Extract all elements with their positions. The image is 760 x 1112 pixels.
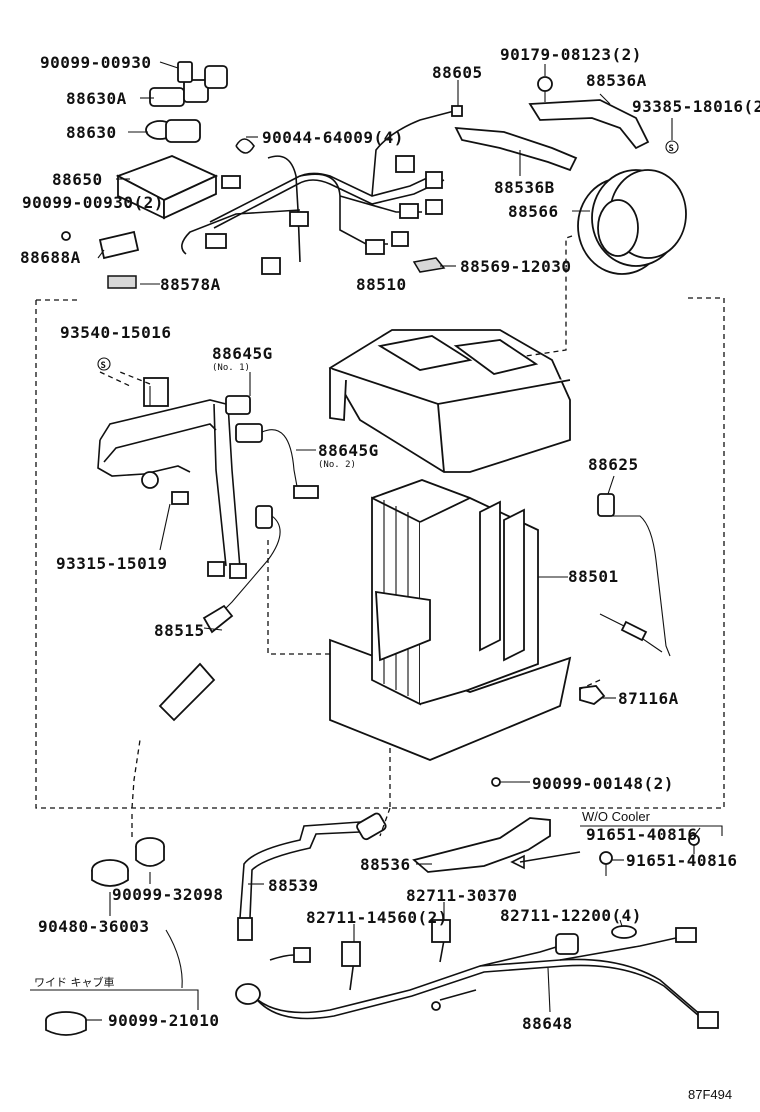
clip-87116a — [579, 685, 606, 705]
clip-93385: S — [665, 140, 679, 154]
label-88605: 88605 — [432, 63, 483, 82]
sensor-88645g-no1 — [225, 395, 251, 415]
label-88539: 88539 — [268, 876, 319, 895]
bracket-88536 — [412, 817, 551, 873]
wire-harness-88648 — [235, 919, 719, 1029]
duct-88566 — [577, 169, 687, 275]
sensor-88645g-no2 — [235, 423, 319, 499]
pad-88578a — [107, 275, 137, 289]
part-labels: 90099-00930 88630A 88630 90044-64009(4) … — [20, 45, 760, 1102]
label-88515: 88515 — [154, 621, 205, 640]
label-93540-15016: 93540-15016 — [60, 323, 171, 342]
label-91651-40816-b: 91651-40816 — [626, 851, 737, 870]
label-88536: 88536 — [360, 855, 411, 874]
bracket-88536b — [454, 126, 578, 172]
label-82711-14560: 82711-14560(2) — [306, 908, 448, 927]
evaporator-assembly-88510 — [35, 297, 725, 809]
bracket-88536a — [528, 99, 650, 150]
label-91651-40816-a: 91651-40816 — [586, 825, 697, 844]
switch-88630a — [149, 61, 228, 107]
diagram-code: 87F494 — [688, 1087, 732, 1102]
note-wo-cooler: W/O Cooler — [582, 809, 651, 824]
clamp-90044 — [235, 138, 255, 154]
grommet-90099-21010 — [45, 1011, 87, 1036]
pad-88569 — [412, 257, 446, 273]
note-wide-cab: ワイド キャブ車 — [34, 975, 115, 989]
evaporator-upper-case — [328, 329, 571, 473]
bottom-parts-group — [45, 812, 719, 1036]
wire-harness-88605 — [181, 105, 463, 275]
control-unit-group — [61, 61, 463, 289]
leader-lines — [30, 61, 723, 1021]
label-90480-36003: 90480-36003 — [38, 917, 149, 936]
label-90044-64009: 90044-64009(4) — [262, 128, 404, 147]
label-90099-21010: 90099-21010 — [108, 1011, 219, 1030]
label-88645g-no1: 88645G — [212, 344, 273, 363]
label-88578a: 88578A — [160, 275, 221, 294]
bolt-91651 — [599, 834, 700, 876]
switch-88630 — [145, 119, 201, 143]
label-88688a: 88688A — [20, 248, 81, 267]
label-88630a: 88630A — [66, 89, 127, 108]
svg-text:S: S — [101, 361, 106, 371]
note-no1: (No. 1) — [212, 363, 250, 373]
label-88501: 88501 — [568, 567, 619, 586]
grommet-90480 — [91, 859, 129, 887]
bolt-90179 — [537, 76, 553, 102]
svg-text:S: S — [669, 144, 674, 154]
label-88630: 88630 — [66, 123, 117, 142]
label-88648: 88648 — [522, 1014, 573, 1033]
amplifier-88650 — [115, 155, 219, 220]
label-88645g-no2: 88645G — [318, 441, 379, 460]
label-90099-00930-2: 90099-00930(2) — [22, 193, 164, 212]
thermistor-88515 — [158, 505, 281, 722]
label-93385-18016: 93385-18016(2) — [632, 97, 760, 116]
label-90179-08123: 90179-08123(2) — [500, 45, 642, 64]
label-90099-00148: 90099-00148(2) — [532, 774, 674, 793]
label-88569-12030: 88569-12030 — [460, 257, 571, 276]
label-90099-32098: 90099-32098 — [112, 885, 223, 904]
label-90099-00930: 90099-00930 — [40, 53, 151, 72]
label-88625: 88625 — [588, 455, 639, 474]
pipe-88539 — [239, 821, 375, 919]
evaporator-core-88501 — [329, 479, 572, 761]
label-88536b: 88536B — [494, 178, 555, 197]
label-88510: 88510 — [356, 275, 407, 294]
screw-90099-00148 — [491, 777, 520, 787]
label-88566: 88566 — [508, 202, 559, 221]
grommet-90099-32098 — [135, 837, 165, 867]
sensor-88625 — [597, 493, 671, 657]
label-88650: 88650 — [52, 170, 103, 189]
label-88536a: 88536A — [586, 71, 647, 90]
label-93315-15019: 93315-15019 — [56, 554, 167, 573]
pipe-group-left: S — [97, 357, 319, 722]
label-82711-12200: 82711-12200(4) — [500, 906, 642, 925]
label-87116a: 87116A — [618, 689, 679, 708]
bracket-group-top: S — [454, 76, 687, 275]
label-82711-30370: 82711-30370 — [406, 886, 517, 905]
note-no2: (No. 2) — [318, 460, 356, 470]
